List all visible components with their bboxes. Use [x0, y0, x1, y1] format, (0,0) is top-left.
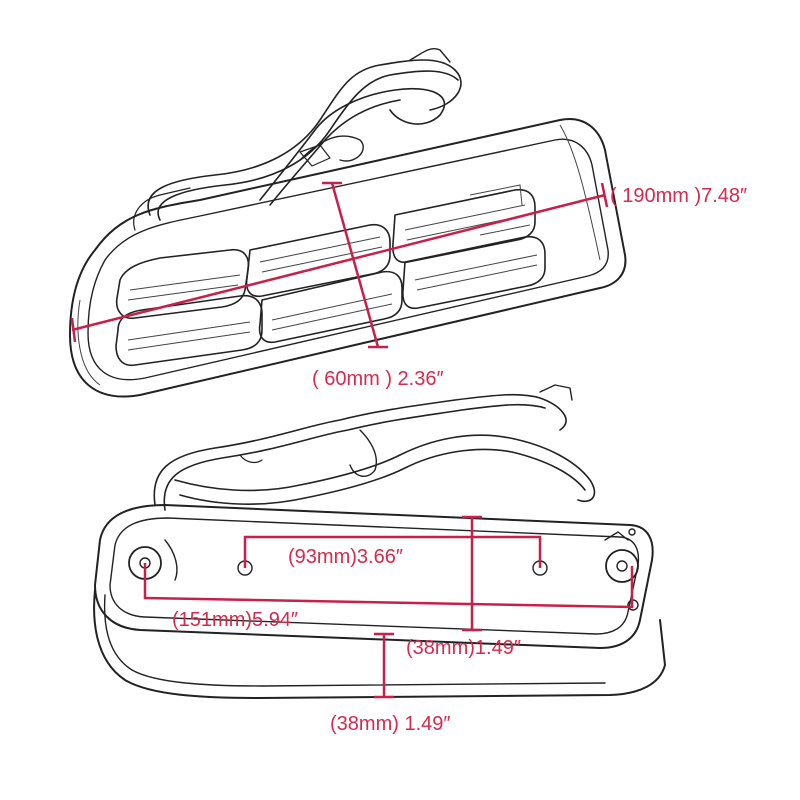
outer-holes-dimension-line [143, 563, 634, 609]
top-view-housing [69, 118, 627, 398]
lower-height-label: (38mm) 1.49″ [330, 713, 450, 735]
length-dimension-line [71, 193, 606, 332]
bottom-view-light [93, 384, 666, 699]
length-end-tick-right [600, 182, 609, 208]
length-end-tick-left [70, 317, 77, 343]
length-label: ( 190mm )7.48″ [610, 185, 747, 207]
bottom-view-dimensions [143, 515, 634, 699]
inner-holes-label: (93mm)3.66″ [288, 546, 403, 568]
inner-holes-dimension-line [243, 535, 542, 568]
width-dimension-line [330, 182, 380, 348]
top-view-dimensions [70, 181, 609, 349]
top-view-light [69, 48, 627, 398]
top-view-wires [133, 48, 462, 231]
outer-screw-hole-right [605, 549, 639, 583]
outer-holes-label: (151mm)5.94″ [172, 609, 298, 631]
bottom-view-wires [153, 384, 596, 511]
top-view-led-modules [115, 184, 546, 367]
upper-height-label: (38mm)1.49″ [406, 637, 521, 659]
width-label: ( 60mm ) 2.36″ [312, 368, 444, 390]
